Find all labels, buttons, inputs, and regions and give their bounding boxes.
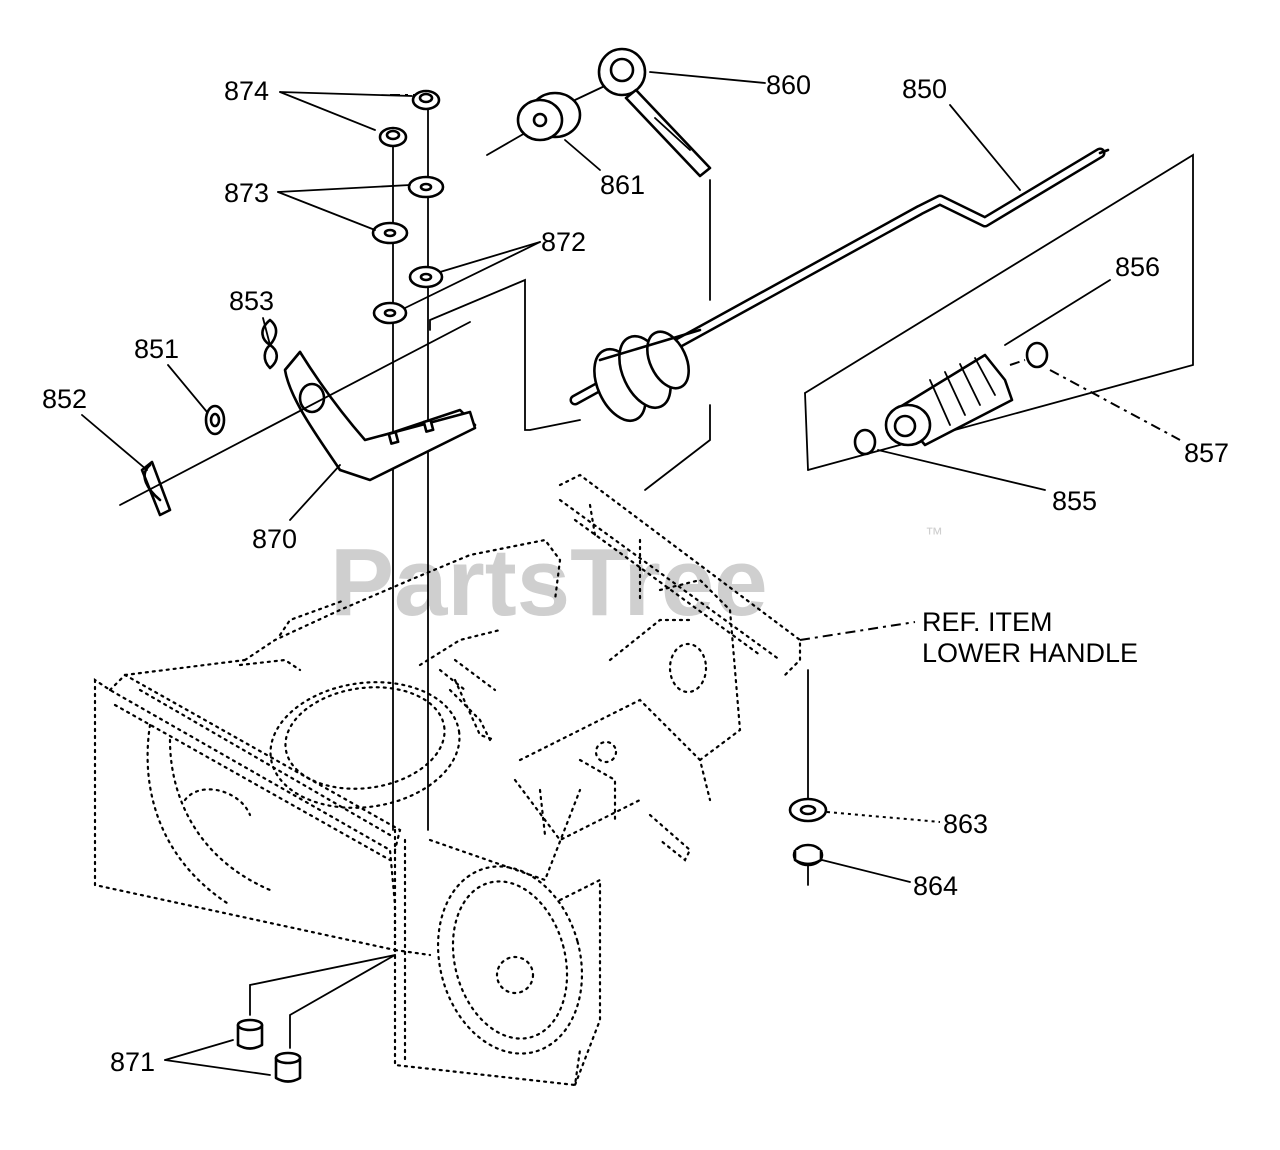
callout-855: 855 — [1052, 486, 1097, 516]
callout-871: 871 — [110, 1047, 155, 1077]
callout-857: 857 — [1184, 438, 1229, 468]
rod-spring-coils — [593, 328, 702, 422]
clip-853[interactable] — [261, 318, 279, 370]
callout-872: 872 — [541, 227, 586, 257]
ref-note-line2: LOWER HANDLE — [922, 638, 1138, 668]
washer-863[interactable] — [788, 797, 828, 823]
bracket-870[interactable] — [283, 350, 477, 482]
bolt-871b[interactable] — [274, 1051, 302, 1083]
pin-axis-line — [119, 321, 471, 506]
washer-872a[interactable] — [408, 265, 444, 289]
washer-857[interactable] — [1025, 341, 1049, 369]
callout-873: 873 — [224, 178, 269, 208]
callout-863: 863 — [943, 809, 988, 839]
locknut-874b[interactable] — [378, 126, 408, 148]
locknut-874a[interactable] — [411, 89, 441, 111]
hairpin-852[interactable] — [140, 460, 172, 517]
callout-870: 870 — [252, 524, 297, 554]
callout-864: 864 — [913, 871, 958, 901]
washer-851[interactable] — [204, 404, 226, 436]
locknut-864[interactable] — [792, 843, 824, 867]
callout-874: 874 — [224, 76, 269, 106]
callout-852: 852 — [42, 384, 87, 414]
washer-872b[interactable] — [372, 301, 408, 325]
callout-851: 851 — [134, 334, 179, 364]
washer-855[interactable] — [853, 428, 877, 456]
washer-873b[interactable] — [371, 221, 409, 245]
gearbox-housing — [93, 473, 802, 1087]
bolt-871a[interactable] — [236, 1018, 264, 1050]
ref-note-line1: REF. ITEM — [922, 607, 1053, 637]
callout-853: 853 — [229, 286, 274, 316]
callout-860: 860 — [766, 70, 811, 100]
callout-856: 856 — [1115, 252, 1160, 282]
bushing-861[interactable] — [516, 91, 582, 142]
leader-lines — [81, 71, 1181, 1076]
shift-rod-850[interactable] — [569, 147, 1110, 429]
spring-assembly-panel — [804, 153, 1194, 471]
eyebolt-860[interactable] — [597, 47, 712, 178]
washer-873a[interactable] — [407, 175, 445, 199]
callout-850: 850 — [902, 74, 947, 104]
watermark-trademark: ™ — [925, 524, 943, 544]
callout-861: 861 — [600, 170, 645, 200]
assembly-lines — [249, 74, 1026, 1049]
spring-856[interactable] — [884, 353, 1014, 447]
